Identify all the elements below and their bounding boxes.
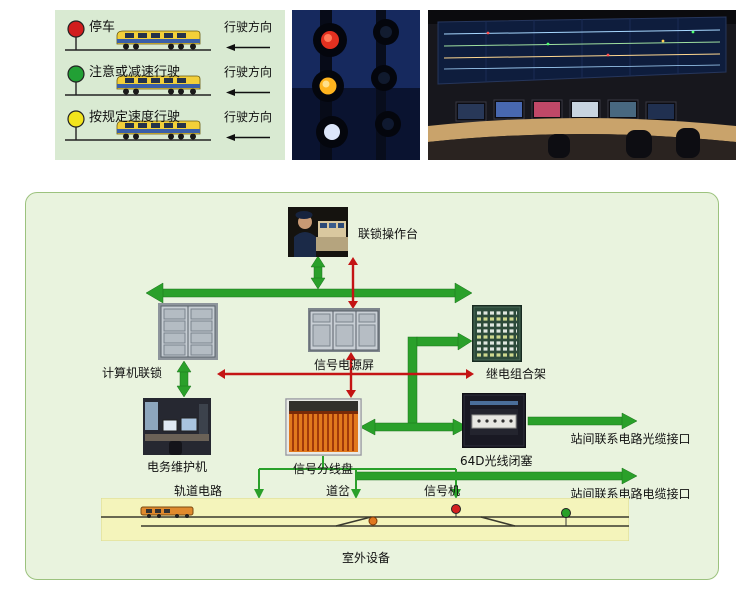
console-label: 联锁操作台 xyxy=(358,227,419,241)
control-room-photo xyxy=(428,10,736,160)
signal-head-red xyxy=(313,23,347,57)
direction-label: 行驶方向 xyxy=(223,65,272,79)
green-signal-icon xyxy=(561,508,571,526)
console-graphic xyxy=(288,207,348,257)
outdoor-train-icon xyxy=(140,506,194,518)
legend-label: 停车 xyxy=(89,20,116,35)
computer-interlock-label: 计算机联锁 xyxy=(102,366,163,380)
computer-interlock-photo xyxy=(158,303,218,360)
direction-label: 行驶方向 xyxy=(223,110,272,124)
signal-lights-graphic xyxy=(292,10,420,160)
left-arrow-icon xyxy=(226,44,270,51)
console-photo xyxy=(288,207,348,257)
signal-head-dark-3 xyxy=(375,111,401,137)
direction-indicator: 行驶方向 xyxy=(219,63,277,97)
legend-label: 按规定速度行驶 xyxy=(89,110,181,125)
power-screen-label: 信号电源屏 xyxy=(314,358,375,372)
computer-interlock-graphic xyxy=(158,303,218,360)
direction-indicator: 行驶方向 xyxy=(219,18,277,52)
outdoor-track-graphic xyxy=(101,498,629,541)
signal-track-train-graphic xyxy=(65,110,211,141)
track-circuit-label: 轨道电路 xyxy=(174,484,223,498)
green-arrow-console-bus xyxy=(310,255,326,290)
train-icon xyxy=(116,30,201,50)
left-arrow-icon xyxy=(226,89,270,96)
signal-head-dark-2 xyxy=(371,65,397,91)
power-screen-photo xyxy=(308,308,380,352)
signal-aspect-legend: 停车 行驶方向 注意或减速行驶 行驶方向 xyxy=(55,10,285,160)
distribution-panel-graphic xyxy=(285,398,362,456)
distribution-panel-photo xyxy=(285,398,362,456)
signal-head-white xyxy=(316,116,348,148)
signal-track-train-graphic xyxy=(65,65,211,96)
maintenance-machine-photo xyxy=(143,398,211,455)
outdoor-equipment-caption: 室外设备 xyxy=(341,551,390,565)
workstation-monitors xyxy=(455,99,677,122)
display-wall xyxy=(437,16,727,85)
red-signal-icon xyxy=(451,504,461,517)
direction-label: 行驶方向 xyxy=(223,20,272,34)
turnout-indicator-icon xyxy=(368,516,378,526)
control-room-graphic xyxy=(428,10,736,160)
distribution-panel-label: 信号分线盘 xyxy=(293,462,354,476)
red-arrow-power-distribution xyxy=(346,352,356,398)
green-arrow-distribution-64d xyxy=(359,418,469,436)
direction-indicator: 行驶方向 xyxy=(219,108,277,142)
chairs xyxy=(548,128,700,158)
block-64d-label: 64D光线闭塞 xyxy=(460,454,533,468)
green-arrow-cable-interface xyxy=(355,467,638,485)
left-arrow-icon xyxy=(226,134,270,141)
red-arrow-interlock-relay xyxy=(217,369,474,379)
turnout-label: 道岔 xyxy=(326,484,351,498)
power-screen-graphic xyxy=(308,308,380,352)
block-64d-photo xyxy=(462,393,526,448)
optical-interface-label: 站间联系电路光缆接口 xyxy=(570,432,691,446)
stop-signal-lamp-icon xyxy=(67,20,85,38)
signal-lights-photo xyxy=(292,10,420,160)
signal-system-diagram: 联锁操作台 计算机联锁 信号电源屏 继电组合架 电务维护机 信号分线盘 64D光… xyxy=(25,192,719,580)
signal-machine-label: 信号机 xyxy=(424,484,461,498)
red-arrow-console-power xyxy=(348,257,358,309)
green-bus-arrow xyxy=(145,282,473,304)
signal-head-yellow xyxy=(312,70,344,102)
green-lines-to-outdoor xyxy=(254,456,461,499)
green-arrow-optical-interface xyxy=(527,412,638,430)
relay-rack-label: 继电组合架 xyxy=(486,367,547,381)
legend-label: 注意或减速行驶 xyxy=(89,65,181,80)
outdoor-equipment-strip xyxy=(101,498,629,541)
signal-head-dark-1 xyxy=(373,19,399,45)
caution-signal-lamp-icon xyxy=(67,65,85,83)
green-trunk-arrow xyxy=(407,332,473,428)
legend-row-stop: 停车 行驶方向 xyxy=(63,16,277,61)
maintenance-machine-graphic xyxy=(143,398,211,455)
relay-rack-graphic xyxy=(472,305,522,362)
legend-row-proceed: 按规定速度行驶 行驶方向 xyxy=(63,106,277,151)
signal-track-train-graphic xyxy=(65,20,211,51)
relay-rack-photo xyxy=(472,305,522,362)
proceed-signal-lamp-icon xyxy=(67,110,85,128)
legend-row-caution: 注意或减速行驶 行驶方向 xyxy=(63,61,277,106)
green-arrow-interlock-maintenance xyxy=(176,360,192,398)
maintenance-machine-label: 电务维护机 xyxy=(147,460,208,474)
block-64d-graphic xyxy=(462,393,526,448)
diagram-arrows xyxy=(145,255,638,499)
